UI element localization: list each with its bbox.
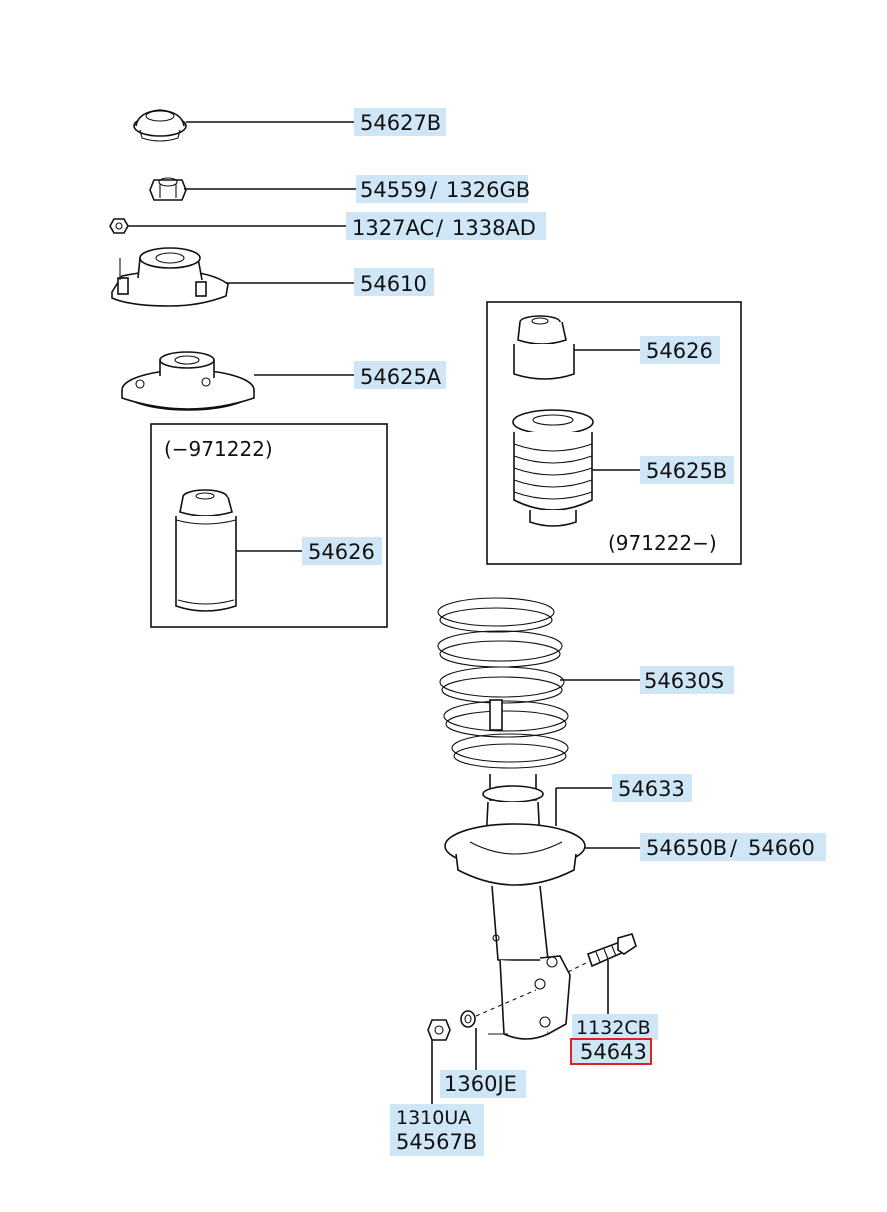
strut-assembly-part [444,774,586,1040]
part-labels: 54627B 54559 / 1326GB 1327AC / 1338AD 54… [164,111,815,1154]
label-1132CB[interactable]: 1132CB [576,1017,651,1039]
bump-stop-left-part [175,489,237,612]
label-1326GB[interactable]: 1326GB [446,178,530,202]
highlight-54643 [570,1038,652,1065]
nut-part [149,177,187,201]
coil-spring-part [437,597,569,769]
label-separator: / [436,216,444,240]
cap-part [133,109,187,142]
label-54630S[interactable]: 54630S [644,669,724,693]
label-1310UA[interactable]: 1310UA [396,1107,471,1129]
dust-boot-part [512,409,594,527]
right-box-range-note: (971222−) [608,531,717,555]
label-54625A[interactable]: 54625A [360,365,442,389]
left-variant-box [150,423,388,628]
label-54567B[interactable]: 54567B [396,1130,477,1154]
label-54627B[interactable]: 54627B [360,111,441,135]
left-box-range-note: (−971222) [164,437,273,461]
label-1360JE[interactable]: 1360JE [444,1072,517,1096]
label-1327AC[interactable]: 1327AC [352,216,434,240]
bump-stop-right-part [513,315,575,380]
label-54633[interactable]: 54633 [618,777,685,801]
leader-lines [128,121,640,1104]
label-54559[interactable]: 54559 [360,178,427,202]
label-backgrounds [302,108,826,1156]
label-54650B[interactable]: 54650B [646,836,727,860]
label-54626-right[interactable]: 54626 [646,339,713,363]
label-54610[interactable]: 54610 [360,272,427,296]
washer-part [460,1010,476,1028]
label-54626-left[interactable]: 54626 [308,540,375,564]
label-54660[interactable]: 54660 [748,836,815,860]
label-54643[interactable]: 54643 [580,1040,647,1064]
label-1338AD[interactable]: 1338AD [452,216,536,240]
insulator-part [121,351,255,411]
strut-mount-part [111,247,229,307]
label-separator: / [430,178,438,202]
bolt-part [567,933,637,973]
right-variant-box [486,301,742,565]
label-54625B[interactable]: 54625B [646,459,727,483]
label-separator: / [730,836,738,860]
small-nut-part [109,218,129,234]
